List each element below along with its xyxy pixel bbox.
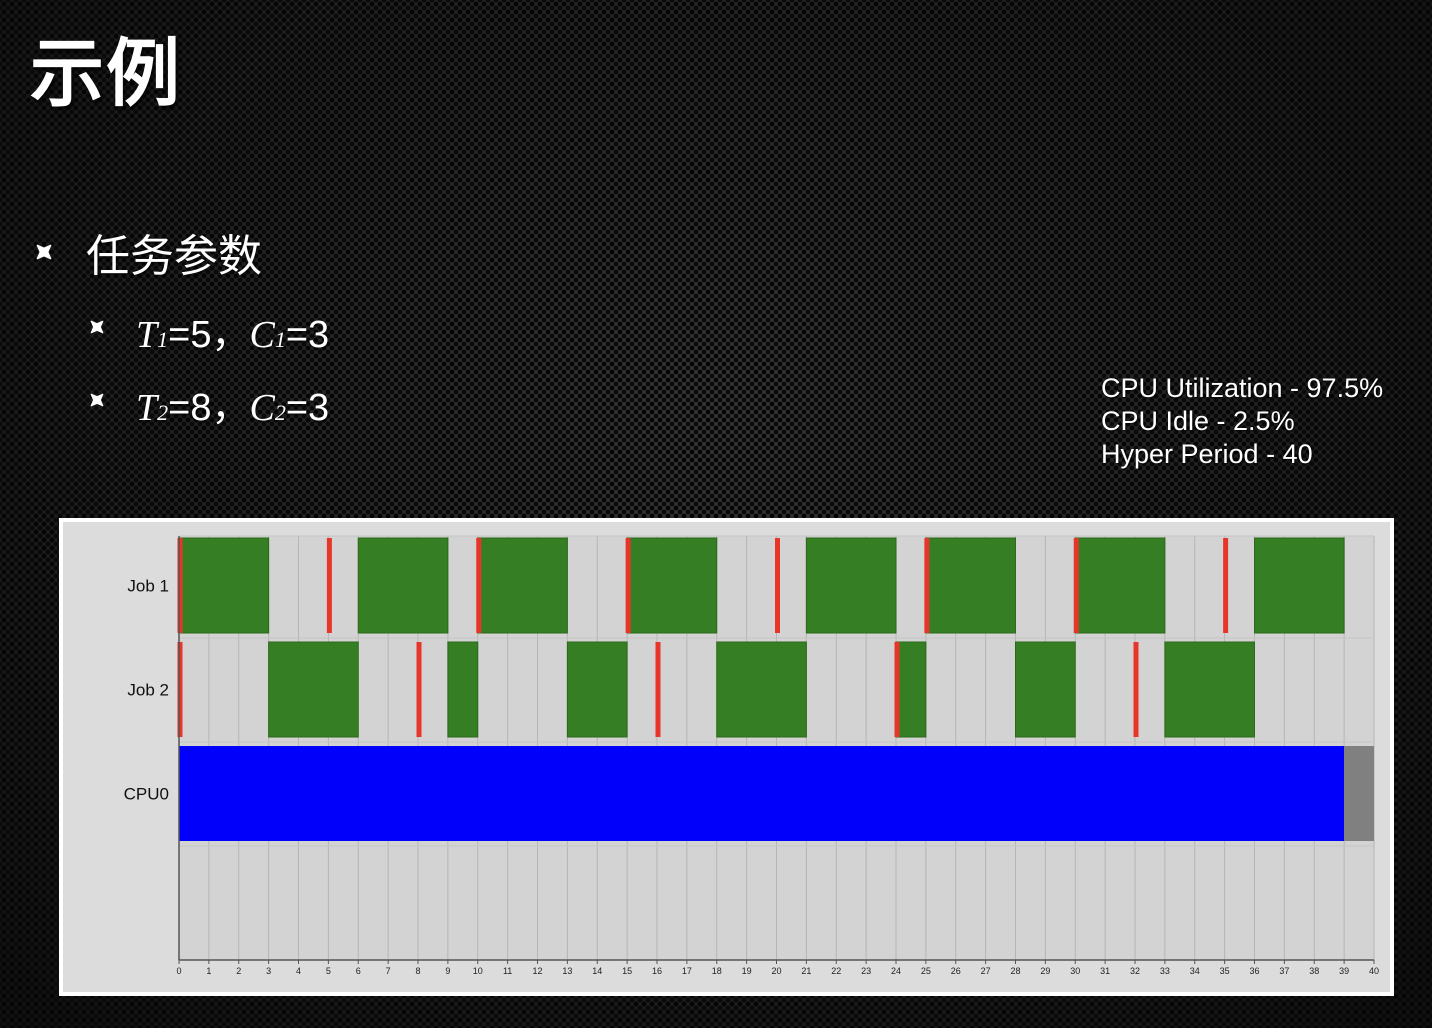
x-tick-label: 2: [236, 966, 241, 976]
cpu-idle-text: CPU Idle - 2.5%: [1101, 406, 1295, 436]
cpu-busy-bar: [179, 746, 1345, 841]
x-tick-label: 1: [206, 966, 211, 976]
x-tick-label: 10: [473, 966, 483, 976]
job-release-marker: [177, 538, 183, 633]
job-execution-bar: [925, 537, 1016, 634]
x-tick-label: 13: [562, 966, 572, 976]
job-release-marker: [1223, 538, 1229, 633]
x-tick-label: 29: [1040, 966, 1050, 976]
x-tick-label: 33: [1160, 966, 1170, 976]
x-tick-label: 39: [1339, 966, 1349, 976]
cpu-stats: CPU Utilization - 97.5% CPU Idle - 2.5% …: [1101, 372, 1383, 471]
job-execution-bar: [357, 537, 449, 634]
x-tick-label: 35: [1220, 966, 1230, 976]
job-execution-bar: [477, 537, 568, 634]
bullet-task1: T1=5，C1=3: [136, 303, 329, 358]
x-tick-label: 28: [1010, 966, 1020, 976]
x-tick-label: 5: [326, 966, 331, 976]
x-tick-label: 0: [176, 966, 181, 976]
bullet-task2: T2=8，C2=3: [136, 376, 329, 431]
x-tick-label: 32: [1130, 966, 1140, 976]
x-tick-label: 31: [1100, 966, 1110, 976]
task2-period-subscript: 2: [157, 400, 169, 425]
job-release-marker: [655, 642, 661, 737]
x-tick-label: 23: [861, 966, 871, 976]
x-tick-label: 37: [1279, 966, 1289, 976]
x-tick-label: 24: [891, 966, 901, 976]
job-execution-bar: [716, 641, 807, 738]
job-release-marker: [894, 642, 900, 737]
x-tick-label: 8: [415, 966, 420, 976]
x-tick-label: 27: [981, 966, 991, 976]
row-label: Job 1: [127, 577, 169, 596]
job-release-marker: [625, 538, 631, 633]
x-tick-label: 26: [951, 966, 961, 976]
task1-period-subscript: 1: [157, 327, 169, 352]
x-tick-label: 11: [503, 966, 512, 976]
x-tick-label: 4: [296, 966, 301, 976]
x-tick-label: 19: [742, 966, 752, 976]
job-execution-bar: [268, 641, 359, 738]
task1-period-value: =5，: [168, 314, 250, 356]
x-tick-label: 17: [682, 966, 692, 976]
job-execution-bar: [178, 537, 270, 634]
job-execution-bar: [1164, 641, 1255, 738]
task1-cost-subscript: 1: [274, 327, 286, 352]
job-execution-bar: [1074, 537, 1166, 634]
task2-cost-subscript: 2: [274, 400, 286, 425]
x-tick-label: 9: [445, 966, 450, 976]
x-tick-label: 20: [771, 966, 781, 976]
row-label: CPU0: [124, 785, 169, 804]
job-release-marker: [1073, 538, 1079, 633]
bullet-icon: [90, 393, 104, 407]
job-execution-bar: [1015, 641, 1076, 738]
x-tick-label: 3: [266, 966, 271, 976]
cpu-idle-bar: [1344, 746, 1374, 841]
slide-title: 示例: [30, 31, 182, 117]
task2-cost-symbol: C: [249, 387, 275, 429]
job-release-marker: [924, 538, 930, 633]
task1-cost-symbol: C: [249, 314, 275, 356]
job-release-marker: [775, 538, 780, 633]
task2-cost-value: =3: [285, 387, 330, 429]
row-label: Job 2: [127, 681, 169, 700]
x-tick-label: 22: [831, 966, 841, 976]
x-tick-label: 25: [921, 966, 931, 976]
x-tick-label: 15: [622, 966, 632, 976]
bullet-icon: [36, 244, 52, 260]
bullet-task-params: 任务参数: [86, 231, 262, 282]
job-release-marker: [416, 642, 422, 737]
task1-cost-value: =3: [285, 314, 330, 356]
job-execution-bar: [895, 641, 927, 738]
x-tick-label: 7: [386, 966, 391, 976]
job-release-marker: [1133, 642, 1139, 737]
job-execution-bar: [1254, 537, 1345, 634]
x-tick-label: 40: [1369, 966, 1379, 976]
x-tick-label: 34: [1190, 966, 1200, 976]
job-execution-bar: [626, 537, 718, 634]
job-execution-bar: [805, 537, 897, 634]
hyper-period-text: Hyper Period - 40: [1101, 439, 1313, 469]
job-release-marker: [177, 642, 183, 737]
x-tick-label: 18: [712, 966, 722, 976]
task1-period-symbol: T: [136, 314, 158, 356]
x-tick-label: 16: [652, 966, 662, 976]
bullet-icon: [90, 320, 104, 334]
x-tick-label: 21: [801, 966, 811, 976]
cpu-utilization-text: CPU Utilization - 97.5%: [1101, 373, 1384, 403]
task2-period-value: =8，: [168, 387, 250, 429]
job-execution-bar: [447, 641, 479, 738]
task2-period-symbol: T: [136, 387, 158, 429]
x-tick-label: 14: [592, 966, 602, 976]
x-tick-label: 6: [356, 966, 361, 976]
job-execution-bar: [566, 641, 628, 738]
job-release-marker: [476, 538, 482, 633]
x-tick-label: 36: [1249, 966, 1259, 976]
job-release-marker: [326, 538, 332, 633]
x-tick-label: 30: [1070, 966, 1080, 976]
x-tick-label: 38: [1309, 966, 1319, 976]
x-tick-label: 12: [532, 966, 542, 976]
